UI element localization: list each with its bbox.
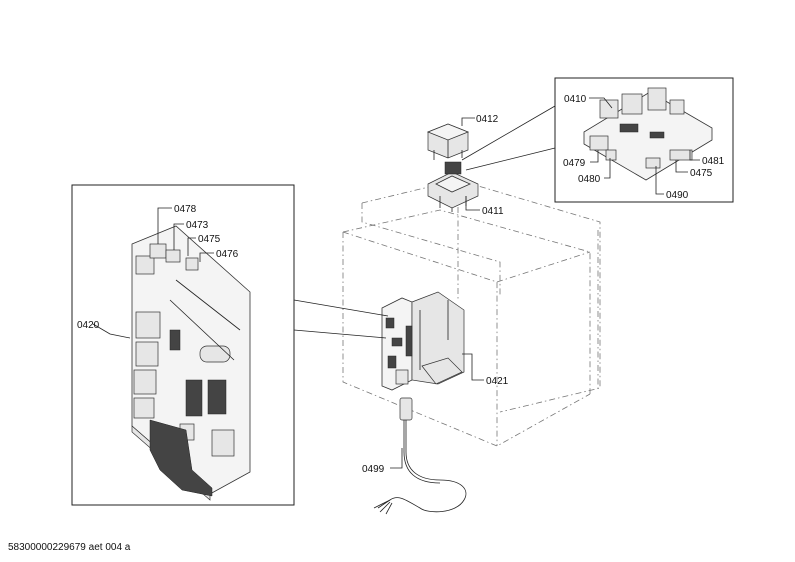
label-0420: 0420 xyxy=(77,320,100,331)
label-0412: 0412 xyxy=(476,114,499,125)
label-0411: 0411 xyxy=(482,206,504,217)
power-cable-0499 xyxy=(373,397,467,515)
detail-box-0420 xyxy=(71,184,295,506)
label-0421: 0421 xyxy=(486,376,509,387)
label-0490: 0490 xyxy=(666,190,689,201)
module-0412 xyxy=(426,123,470,160)
leader-lines xyxy=(92,97,700,469)
detail-box-0410 xyxy=(554,77,734,203)
control-board-0410 xyxy=(583,87,713,181)
main-board-0420 xyxy=(131,225,251,501)
label-0499: 0499 xyxy=(362,464,385,475)
label-0475-left: 0475 xyxy=(198,234,221,245)
label-0473: 0473 xyxy=(186,220,209,231)
label-0479: 0479 xyxy=(563,158,586,169)
label-0476: 0476 xyxy=(216,249,239,260)
oven-cabinet-outline xyxy=(342,179,601,447)
label-0475-right: 0475 xyxy=(690,168,713,179)
drawing-number: 58300000229679 aet 004 a xyxy=(8,542,131,553)
module-0411 xyxy=(427,161,479,212)
label-0478: 0478 xyxy=(174,204,197,215)
module-0421 xyxy=(381,291,465,391)
label-0481: 0481 xyxy=(702,156,725,167)
label-0410: 0410 xyxy=(564,94,587,105)
label-0480: 0480 xyxy=(578,174,601,185)
